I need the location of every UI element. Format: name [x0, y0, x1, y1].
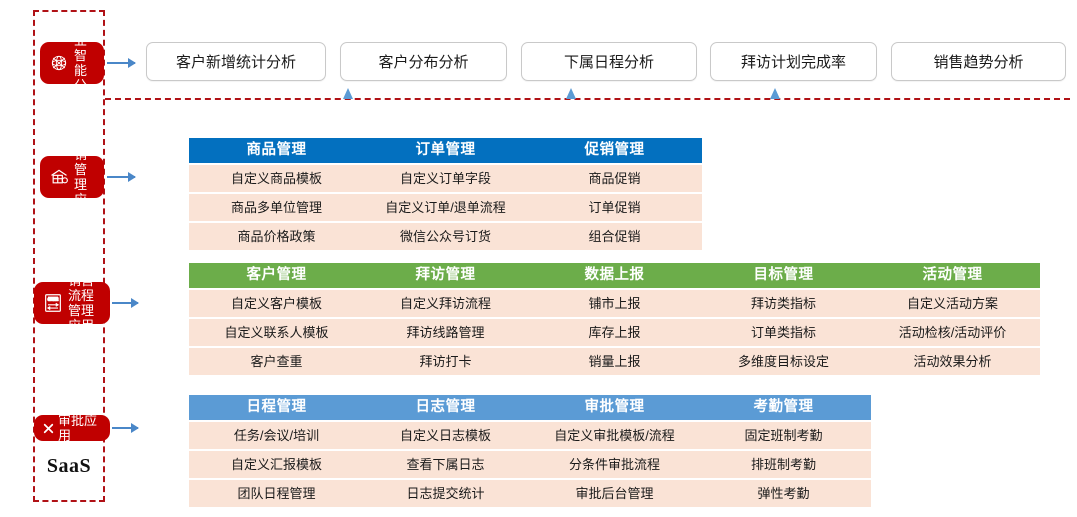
module-column-title: 订单管理: [358, 138, 533, 163]
module-column-title: 客户管理: [189, 263, 364, 288]
connector-arrow-approval: [112, 423, 139, 433]
module-item[interactable]: 组合促销: [527, 223, 702, 250]
module-column-sales-0: 客户管理 自定义客户模板 自定义联系人模板 客户查重: [189, 263, 364, 375]
divider-triangle-icon-3: [770, 88, 780, 99]
module-item[interactable]: 自定义日志模板: [358, 422, 533, 449]
module-column-sales-2: 数据上报 铺市上报 库存上报 销量上报: [527, 263, 702, 375]
module-item[interactable]: 销量上报: [527, 348, 702, 375]
module-item[interactable]: 弹性考勤: [696, 480, 871, 507]
top-button-4[interactable]: 销售趋势分析: [891, 42, 1066, 81]
module-item[interactable]: 自定义审批模板/流程: [527, 422, 702, 449]
category-pill-approval[interactable]: 审批应用: [34, 413, 110, 443]
module-column-title: 数据上报: [527, 263, 702, 288]
sale-document-icon: SALE: [40, 290, 66, 316]
module-item[interactable]: 订单类指标: [696, 319, 871, 346]
category-pill-label-sales: 销售流程 管理应用: [68, 273, 95, 333]
connector-arrow-sales: [112, 298, 139, 308]
category-pill-promo[interactable]: 动销管 理应用: [40, 132, 104, 222]
module-item[interactable]: 自定义客户模板: [189, 290, 364, 317]
category-pill-label-promo: 动销管 理应用: [74, 132, 88, 222]
divider-triangle-icon-1: [343, 88, 353, 99]
module-column-title: 拜访管理: [358, 263, 533, 288]
connector-arrow-promo: [107, 172, 136, 182]
module-item[interactable]: 自定义商品模板: [189, 165, 364, 192]
module-item[interactable]: 固定班制考勤: [696, 422, 871, 449]
module-column-title: 目标管理: [696, 263, 871, 288]
category-pill-sales[interactable]: SALE 销售流程 管理应用: [34, 273, 110, 333]
module-item[interactable]: 审批后台管理: [527, 480, 702, 507]
module-item[interactable]: 拜访线路管理: [358, 319, 533, 346]
saas-boundary-box: [33, 10, 105, 502]
module-item[interactable]: 商品价格政策: [189, 223, 364, 250]
module-column-title: 考勤管理: [696, 395, 871, 420]
module-item[interactable]: 查看下属日志: [358, 451, 533, 478]
category-pill-label-bi: 商业智 能分析: [74, 18, 88, 108]
module-item[interactable]: 订单促销: [527, 194, 702, 221]
module-column-approval-0: 日程管理 任务/会议/培训 自定义汇报模板 团队日程管理: [189, 395, 364, 507]
module-item[interactable]: 多维度目标设定: [696, 348, 871, 375]
module-column-approval-3: 考勤管理 固定班制考勤 排班制考勤 弹性考勤: [696, 395, 871, 507]
module-item[interactable]: 分条件审批流程: [527, 451, 702, 478]
module-item[interactable]: 拜访类指标: [696, 290, 871, 317]
module-column-approval-2: 审批管理 自定义审批模板/流程 分条件审批流程 审批后台管理: [527, 395, 702, 507]
module-column-title: 商品管理: [189, 138, 364, 163]
module-column-sales-3: 目标管理 拜访类指标 订单类指标 多维度目标设定: [696, 263, 871, 375]
module-column-sales-4: 活动管理 自定义活动方案 活动检核/活动评价 活动效果分析: [865, 263, 1040, 375]
connector-arrow-bi: [107, 58, 136, 68]
module-item[interactable]: 团队日程管理: [189, 480, 364, 507]
module-item[interactable]: 自定义联系人模板: [189, 319, 364, 346]
module-item[interactable]: 库存上报: [527, 319, 702, 346]
module-column-title: 促销管理: [527, 138, 702, 163]
top-button-2[interactable]: 下属日程分析: [521, 42, 697, 81]
module-item[interactable]: 自定义订单/退单流程: [358, 194, 533, 221]
module-item[interactable]: 商品多单位管理: [189, 194, 364, 221]
module-column-title: 活动管理: [865, 263, 1040, 288]
svg-text:SALE: SALE: [48, 297, 59, 302]
module-column-title: 审批管理: [527, 395, 702, 420]
module-item[interactable]: 自定义拜访流程: [358, 290, 533, 317]
module-item[interactable]: 拜访打卡: [358, 348, 533, 375]
module-column-sales-1: 拜访管理 自定义拜访流程 拜访线路管理 拜访打卡: [358, 263, 533, 375]
saas-label: SaaS: [46, 455, 92, 477]
module-item[interactable]: 日志提交统计: [358, 480, 533, 507]
category-pill-label-approval: 审批应用: [58, 413, 98, 443]
approval-cross-icon: [40, 415, 56, 441]
module-column-approval-1: 日志管理 自定义日志模板 查看下属日志 日志提交统计: [358, 395, 533, 507]
module-column-promo-2: 促销管理 商品促销 订单促销 组合促销: [527, 138, 702, 250]
module-item[interactable]: 商品促销: [527, 165, 702, 192]
module-item[interactable]: 客户查重: [189, 348, 364, 375]
module-item[interactable]: 活动效果分析: [865, 348, 1040, 375]
category-pill-bi[interactable]: 商业智 能分析: [40, 18, 104, 108]
module-item[interactable]: 活动检核/活动评价: [865, 319, 1040, 346]
module-item[interactable]: 排班制考勤: [696, 451, 871, 478]
module-item[interactable]: 自定义订单字段: [358, 165, 533, 192]
module-item[interactable]: 微信公众号订货: [358, 223, 533, 250]
module-column-title: 日程管理: [189, 395, 364, 420]
network-analytics-icon: [46, 50, 72, 76]
module-item[interactable]: 任务/会议/培训: [189, 422, 364, 449]
top-button-1[interactable]: 客户分布分析: [340, 42, 507, 81]
module-column-title: 日志管理: [358, 395, 533, 420]
module-column-promo-0: 商品管理 自定义商品模板 商品多单位管理 商品价格政策: [189, 138, 364, 250]
module-column-promo-1: 订单管理 自定义订单字段 自定义订单/退单流程 微信公众号订货: [358, 138, 533, 250]
store-house-icon: [46, 164, 72, 190]
module-item[interactable]: 铺市上报: [527, 290, 702, 317]
top-button-3[interactable]: 拜访计划完成率: [710, 42, 877, 81]
module-item[interactable]: 自定义汇报模板: [189, 451, 364, 478]
divider-triangle-icon-2: [566, 88, 576, 99]
section-divider: [105, 98, 1070, 100]
module-item[interactable]: 自定义活动方案: [865, 290, 1040, 317]
top-button-0[interactable]: 客户新增统计分析: [146, 42, 326, 81]
